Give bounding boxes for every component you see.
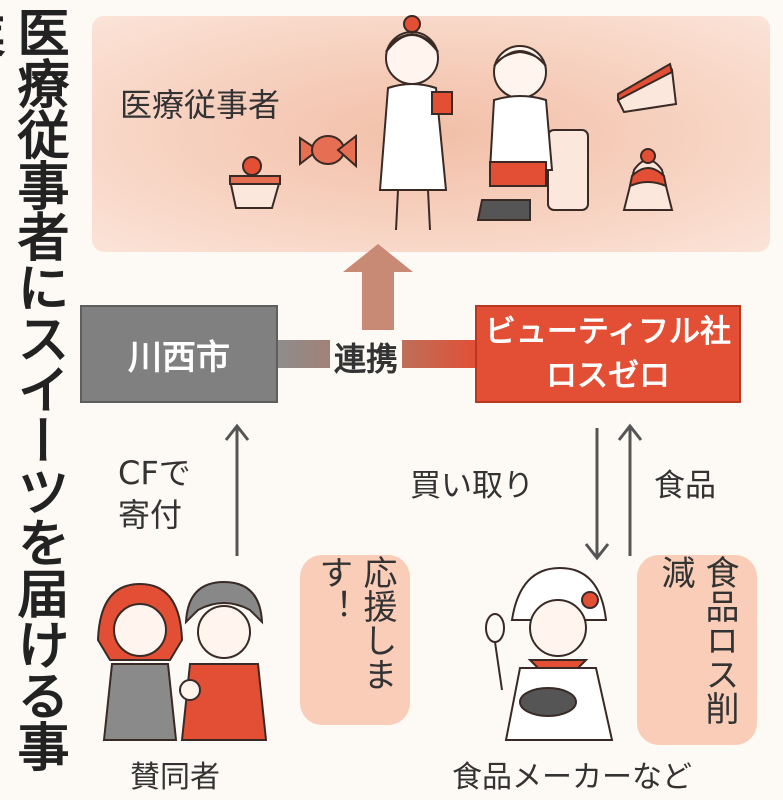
supporters-speech-text: 応援します！ xyxy=(313,555,397,691)
makers-label: 食品メーカーなど xyxy=(452,760,692,795)
page-title: 医療従事者にスイーツを届ける事業 xyxy=(0,6,68,771)
cake-icon xyxy=(228,156,282,209)
makers-speech-text: 食品ロス削減 xyxy=(655,555,739,725)
supporters-label: 賛同者 xyxy=(130,760,220,795)
pudding-icon xyxy=(622,148,674,211)
node-city: 川西市 xyxy=(80,305,278,403)
food-label: 食品 xyxy=(654,468,716,504)
nurse-illustration xyxy=(378,15,453,231)
candy-icon xyxy=(299,133,357,169)
cheesecake-icon xyxy=(616,62,678,114)
company-label-line2: ロスゼロ xyxy=(546,358,670,394)
partnership-label: 連携 xyxy=(330,334,403,380)
sweets-illustration xyxy=(228,15,678,231)
city-label: 川西市 xyxy=(128,337,230,378)
purchase-label: 買い取り xyxy=(410,468,534,504)
makers-speech-bubble: 食品ロス削減 xyxy=(637,555,757,745)
company-label-line1: ビューティフル社 xyxy=(484,314,732,350)
supporters-speech-bubble: 応援します！ xyxy=(300,555,410,725)
medical-workers-label: 医療従事者 xyxy=(120,86,281,124)
doctor-illustration xyxy=(476,45,589,221)
donation-label: CFで寄付 xyxy=(118,454,191,534)
node-company: ビューティフル社 ロスゼロ xyxy=(475,305,741,403)
